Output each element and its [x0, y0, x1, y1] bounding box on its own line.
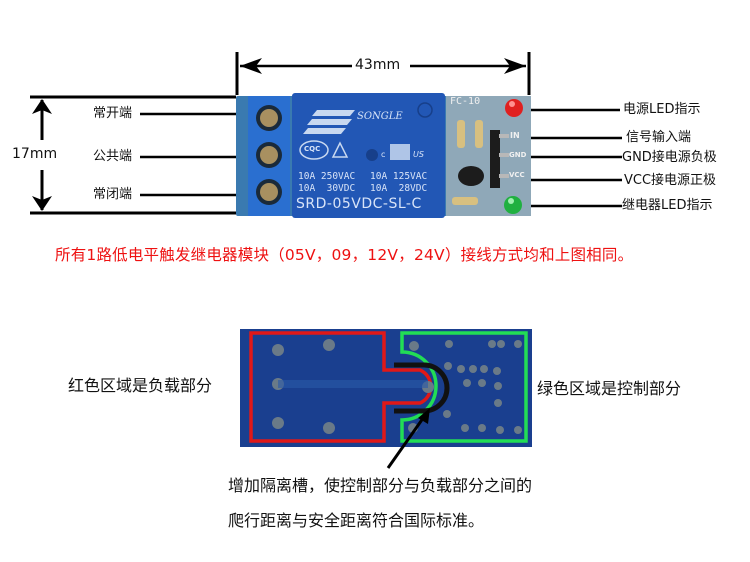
cqc-mark: CQC — [304, 145, 321, 153]
control-region-outline — [400, 331, 528, 443]
ul-mark-prefix: c — [381, 150, 386, 159]
label-load-region: 红色区域是负载部分 — [68, 376, 213, 395]
label-vcc: VCC接电源正极 — [624, 173, 717, 188]
relay-rating-dc-right: 10A 28VDC — [370, 183, 428, 194]
arrow-up-icon — [32, 99, 52, 114]
height-dimension-label: 17mm — [12, 146, 58, 162]
label-gnd: GND接电源负极 — [622, 150, 717, 165]
relay-brand: SONGLE — [357, 111, 403, 122]
isolation-slot — [394, 362, 450, 414]
arrow-right-icon — [504, 58, 526, 74]
label-normally-closed: 常闭端 — [93, 187, 133, 202]
pin-label-in: IN — [510, 131, 520, 140]
height-dimension — [30, 95, 236, 215]
ul-mark-suffix: US — [413, 150, 424, 159]
arrow-down-icon — [32, 196, 52, 211]
label-power-led: 电源LED指示 — [623, 102, 701, 117]
arrow-left-icon — [240, 58, 262, 74]
board-id: FC-10 — [450, 96, 481, 107]
pin-label-vcc: VCC — [509, 171, 525, 179]
label-signal-input: 信号输入端 — [626, 130, 692, 145]
caption-line-1: 增加隔离槽，使控制部分与负载部分之间的 — [228, 476, 533, 495]
width-dimension — [235, 52, 531, 95]
wiring-note: 所有1路低电平触发继电器模块（05V，09，12V，24V）接线方式均和上图相同… — [55, 246, 634, 264]
relay-rating-ac-right: 10A 125VAC — [370, 171, 428, 182]
slot-pointer-line — [386, 413, 428, 469]
pointer-arrow-icon — [418, 408, 430, 424]
label-common: 公共端 — [93, 149, 133, 164]
relay-module-bottom-view — [240, 329, 532, 447]
relay-led-icon — [504, 196, 522, 214]
width-dimension-label: 43mm — [352, 57, 404, 73]
relay-model: SRD-05VDC-SL-C — [296, 196, 422, 212]
label-normally-open: 常开端 — [93, 106, 133, 121]
label-relay-led: 继电器LED指示 — [622, 198, 713, 213]
label-control-region: 绿色区域是控制部分 — [537, 379, 682, 398]
caption-line-2: 爬行距离与安全距离符合国际标准。 — [228, 511, 485, 530]
power-led-icon — [505, 99, 523, 117]
relay-rating-dc-left: 10A 30VDC — [298, 183, 356, 194]
ul-mark-icon — [390, 144, 410, 160]
relay-module-top-view — [236, 93, 531, 218]
pin-label-gnd: GND — [509, 151, 527, 159]
relay-rating-ac-left: 10A 250VAC — [298, 171, 356, 182]
